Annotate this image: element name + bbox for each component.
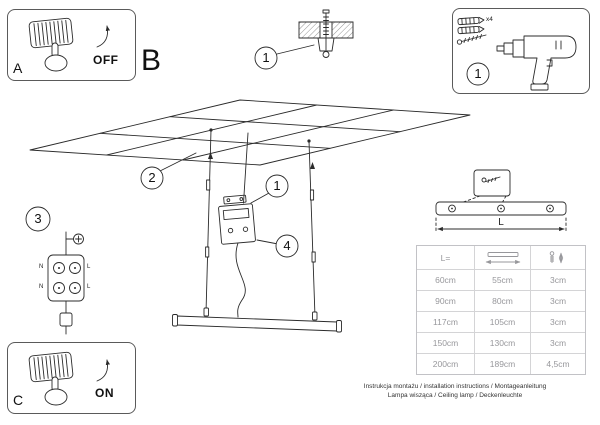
switch-illustration [28,17,111,72]
step-b-letter: B [141,44,162,77]
table-cell: 90cm [417,290,474,311]
terminal-n-label: N [39,264,44,270]
table-cell: 3cm [530,311,585,332]
panel-tools [452,8,590,94]
pendant-lamp [172,307,342,333]
callout-1-anchor: 1 [262,50,270,65]
callout-1-wires: 1 [273,178,281,193]
table-cell: 117cm [417,311,474,332]
table-cell: 80cm [474,290,530,311]
light-switch-icon [28,17,74,49]
table-cell: 200cm [417,353,474,374]
table-cell: 3cm [530,290,585,311]
callout-circle-1-mid [265,174,289,198]
curved-arrow-icon [96,25,111,48]
switch-off-label: OFF [93,53,119,67]
screw-detail-box [473,169,511,197]
callout-circles [25,152,299,258]
callout-circle-1-tools [466,62,490,86]
table-header-length: L= [417,246,474,269]
length-dimension-label: L [498,217,504,228]
switch-on-label: ON [95,386,114,400]
table-cell: 3cm [530,269,585,290]
table-cell: 105cm [474,311,530,332]
wiring-diagram [47,231,85,335]
callout-3-wiring: 3 [34,211,42,226]
earth-plus-icon [73,233,84,245]
table-header-lamp [474,246,530,269]
callout-circle-2 [140,166,164,190]
terminal-n-label: N [39,284,44,290]
terminal-block [47,254,85,302]
hand-icon [44,42,68,72]
terminal-l-label: L [87,264,91,270]
drill-icon [496,35,577,91]
table-cell: 150cm [417,332,474,353]
table-cell: 4,5cm [530,353,585,374]
callout-4-canopy: 4 [283,238,291,253]
table-cell: 60cm [417,269,474,290]
panel-c-letter: C [13,392,24,408]
panel-switch-on [7,342,136,414]
callout-2-ceiling: 2 [148,170,156,185]
plug-quantity-label: x4 [486,16,493,23]
tools-illustration [456,16,577,91]
canopy-box [218,194,256,245]
footer-text: Instrukcja montażu / installation instru… [330,383,580,400]
ceiling-anchor-detail [254,9,354,70]
callout-1-tools: 1 [474,66,482,81]
lamp-length-icon [484,251,521,264]
table-cell: 189cm [474,353,530,374]
lamp-dimension-diagram [435,169,567,233]
callout-circle-1-top [254,46,278,70]
table-cell: 55cm [474,269,530,290]
callout-circle-4 [275,234,299,258]
anchor-depth-icon [549,250,564,264]
power-cord [235,242,246,318]
wall-plug-icon [457,16,485,26]
screw-icon [456,34,487,45]
ceiling-grid [29,99,471,166]
footer-line-2: Lampa wisząca / Ceiling lamp / Deckenleu… [387,391,523,399]
panel-switch-off [7,9,136,81]
terminal-l-label: L [87,284,91,290]
wall-plug-icon [457,25,485,35]
size-table: L= 60cm 55cm 3cm 90cm 80cm [416,245,586,375]
table-cell: 3cm [530,332,585,353]
suspension-wires [205,128,316,318]
panel-a-letter: A [13,60,23,76]
table-header-anchor [530,246,585,269]
table-cell: 130cm [474,332,530,353]
footer-line-1: Instrukcja montażu / installation instru… [363,383,547,390]
callout-circle-3 [25,206,51,232]
